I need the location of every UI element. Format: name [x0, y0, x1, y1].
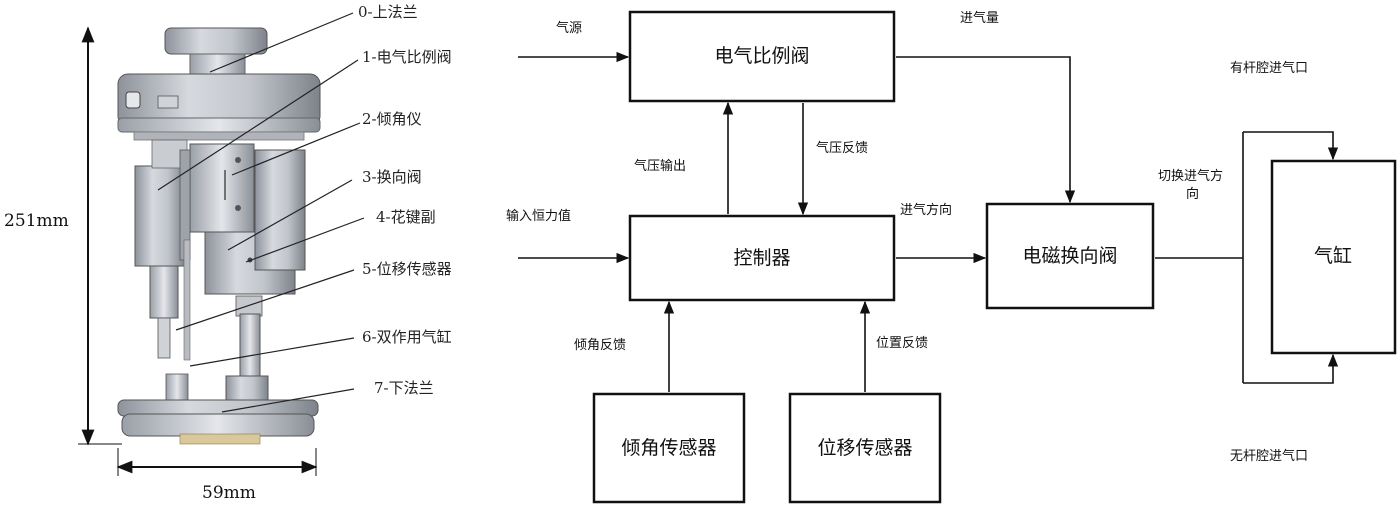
solenoid-valve-title: 电磁换向阀: [1022, 245, 1117, 267]
top-flange-neck: [189, 53, 246, 77]
part-label-3: 3-换向阀: [362, 168, 422, 186]
pressure-feedback-label: 气压反馈: [816, 140, 868, 156]
intake-direction-label: 进气方向: [900, 202, 952, 218]
side-body: [254, 149, 306, 271]
tilt-sensor-screw-2: [235, 205, 241, 211]
rod-port-path: [1243, 131, 1339, 161]
block-diagram: 电气比例阀 控制器 电磁换向阀 气缸 倾角传感器 位移传感器 气源 进气量 有杆…: [506, 10, 1397, 504]
air-intake-label: 进气量: [960, 10, 999, 26]
solenoid-valve-block: [985, 202, 1155, 310]
constant-force-label: 输入恒力值: [506, 208, 571, 224]
part-label-1: 1-电气比例阀: [362, 48, 452, 66]
cylinder-rod: [239, 313, 261, 379]
assembly-drawing: 251mm 59mm 0-上法兰 1-电气比例阀 2-倾角仪 3-换向阀 4-花…: [4, 3, 452, 503]
tilt-sensor-body: [189, 143, 255, 233]
width-dimension-label: 59mm: [202, 483, 256, 503]
tilt-sensor-title: 倾角传感器: [621, 437, 716, 459]
tilt-sensor-block: [592, 392, 746, 504]
port-detail-2: [157, 95, 179, 109]
cylinder-block: [1270, 159, 1397, 355]
displacement-sensor-title: 位移传感器: [817, 437, 912, 459]
rod-port-label: 有杆腔进气口: [1230, 60, 1308, 76]
part-label-5: 5-位移传感器: [362, 260, 452, 278]
part-label-2: 2-倾角仪: [362, 110, 422, 128]
upper-body-lower: [133, 131, 305, 141]
position-feedback-label: 位置反馈: [876, 336, 928, 351]
bottom-flange-plate: [179, 433, 261, 445]
part-label-4: 4-花键副: [376, 208, 436, 226]
sensor-rod: [157, 317, 171, 359]
cylinder-foot: [225, 375, 269, 403]
air-source-label: 气源: [556, 20, 582, 36]
controller-block: [628, 214, 896, 302]
part-label-7: 7-下法兰: [374, 379, 434, 397]
switch-direction-label-1: 切换进气方: [1158, 168, 1223, 184]
tilt-feedback-label: 倾角反馈: [574, 338, 626, 353]
upper-ring: [117, 117, 321, 133]
rodless-port-path: [1243, 353, 1339, 384]
rodless-port-label: 无杆腔进气口: [1230, 448, 1308, 464]
valve-block: [134, 165, 186, 267]
controller-title: 控制器: [733, 247, 790, 269]
cylinder-title: 气缸: [1314, 245, 1352, 267]
air-intake-path: [896, 56, 1076, 204]
sensor-rod-thin: [183, 239, 191, 361]
proportional-valve-block: [628, 10, 896, 103]
bottom-flange-base: [121, 413, 315, 437]
part-label-0: 0-上法兰: [358, 3, 418, 21]
sensor-rod-housing: [149, 265, 179, 319]
proportional-valve-title: 电气比例阀: [714, 45, 809, 67]
tilt-sensor-screw: [235, 157, 241, 163]
height-dimension-label: 251mm: [4, 211, 69, 231]
pressure-output-label: 气压输出: [634, 158, 686, 174]
part-label-6: 6-双作用气缸: [362, 328, 452, 346]
top-flange-cap: [164, 27, 268, 55]
switch-direction-label-2: 向: [1186, 186, 1199, 202]
port-detail: [125, 91, 141, 109]
small-foot: [165, 373, 189, 403]
displacement-sensor-block: [788, 392, 942, 504]
